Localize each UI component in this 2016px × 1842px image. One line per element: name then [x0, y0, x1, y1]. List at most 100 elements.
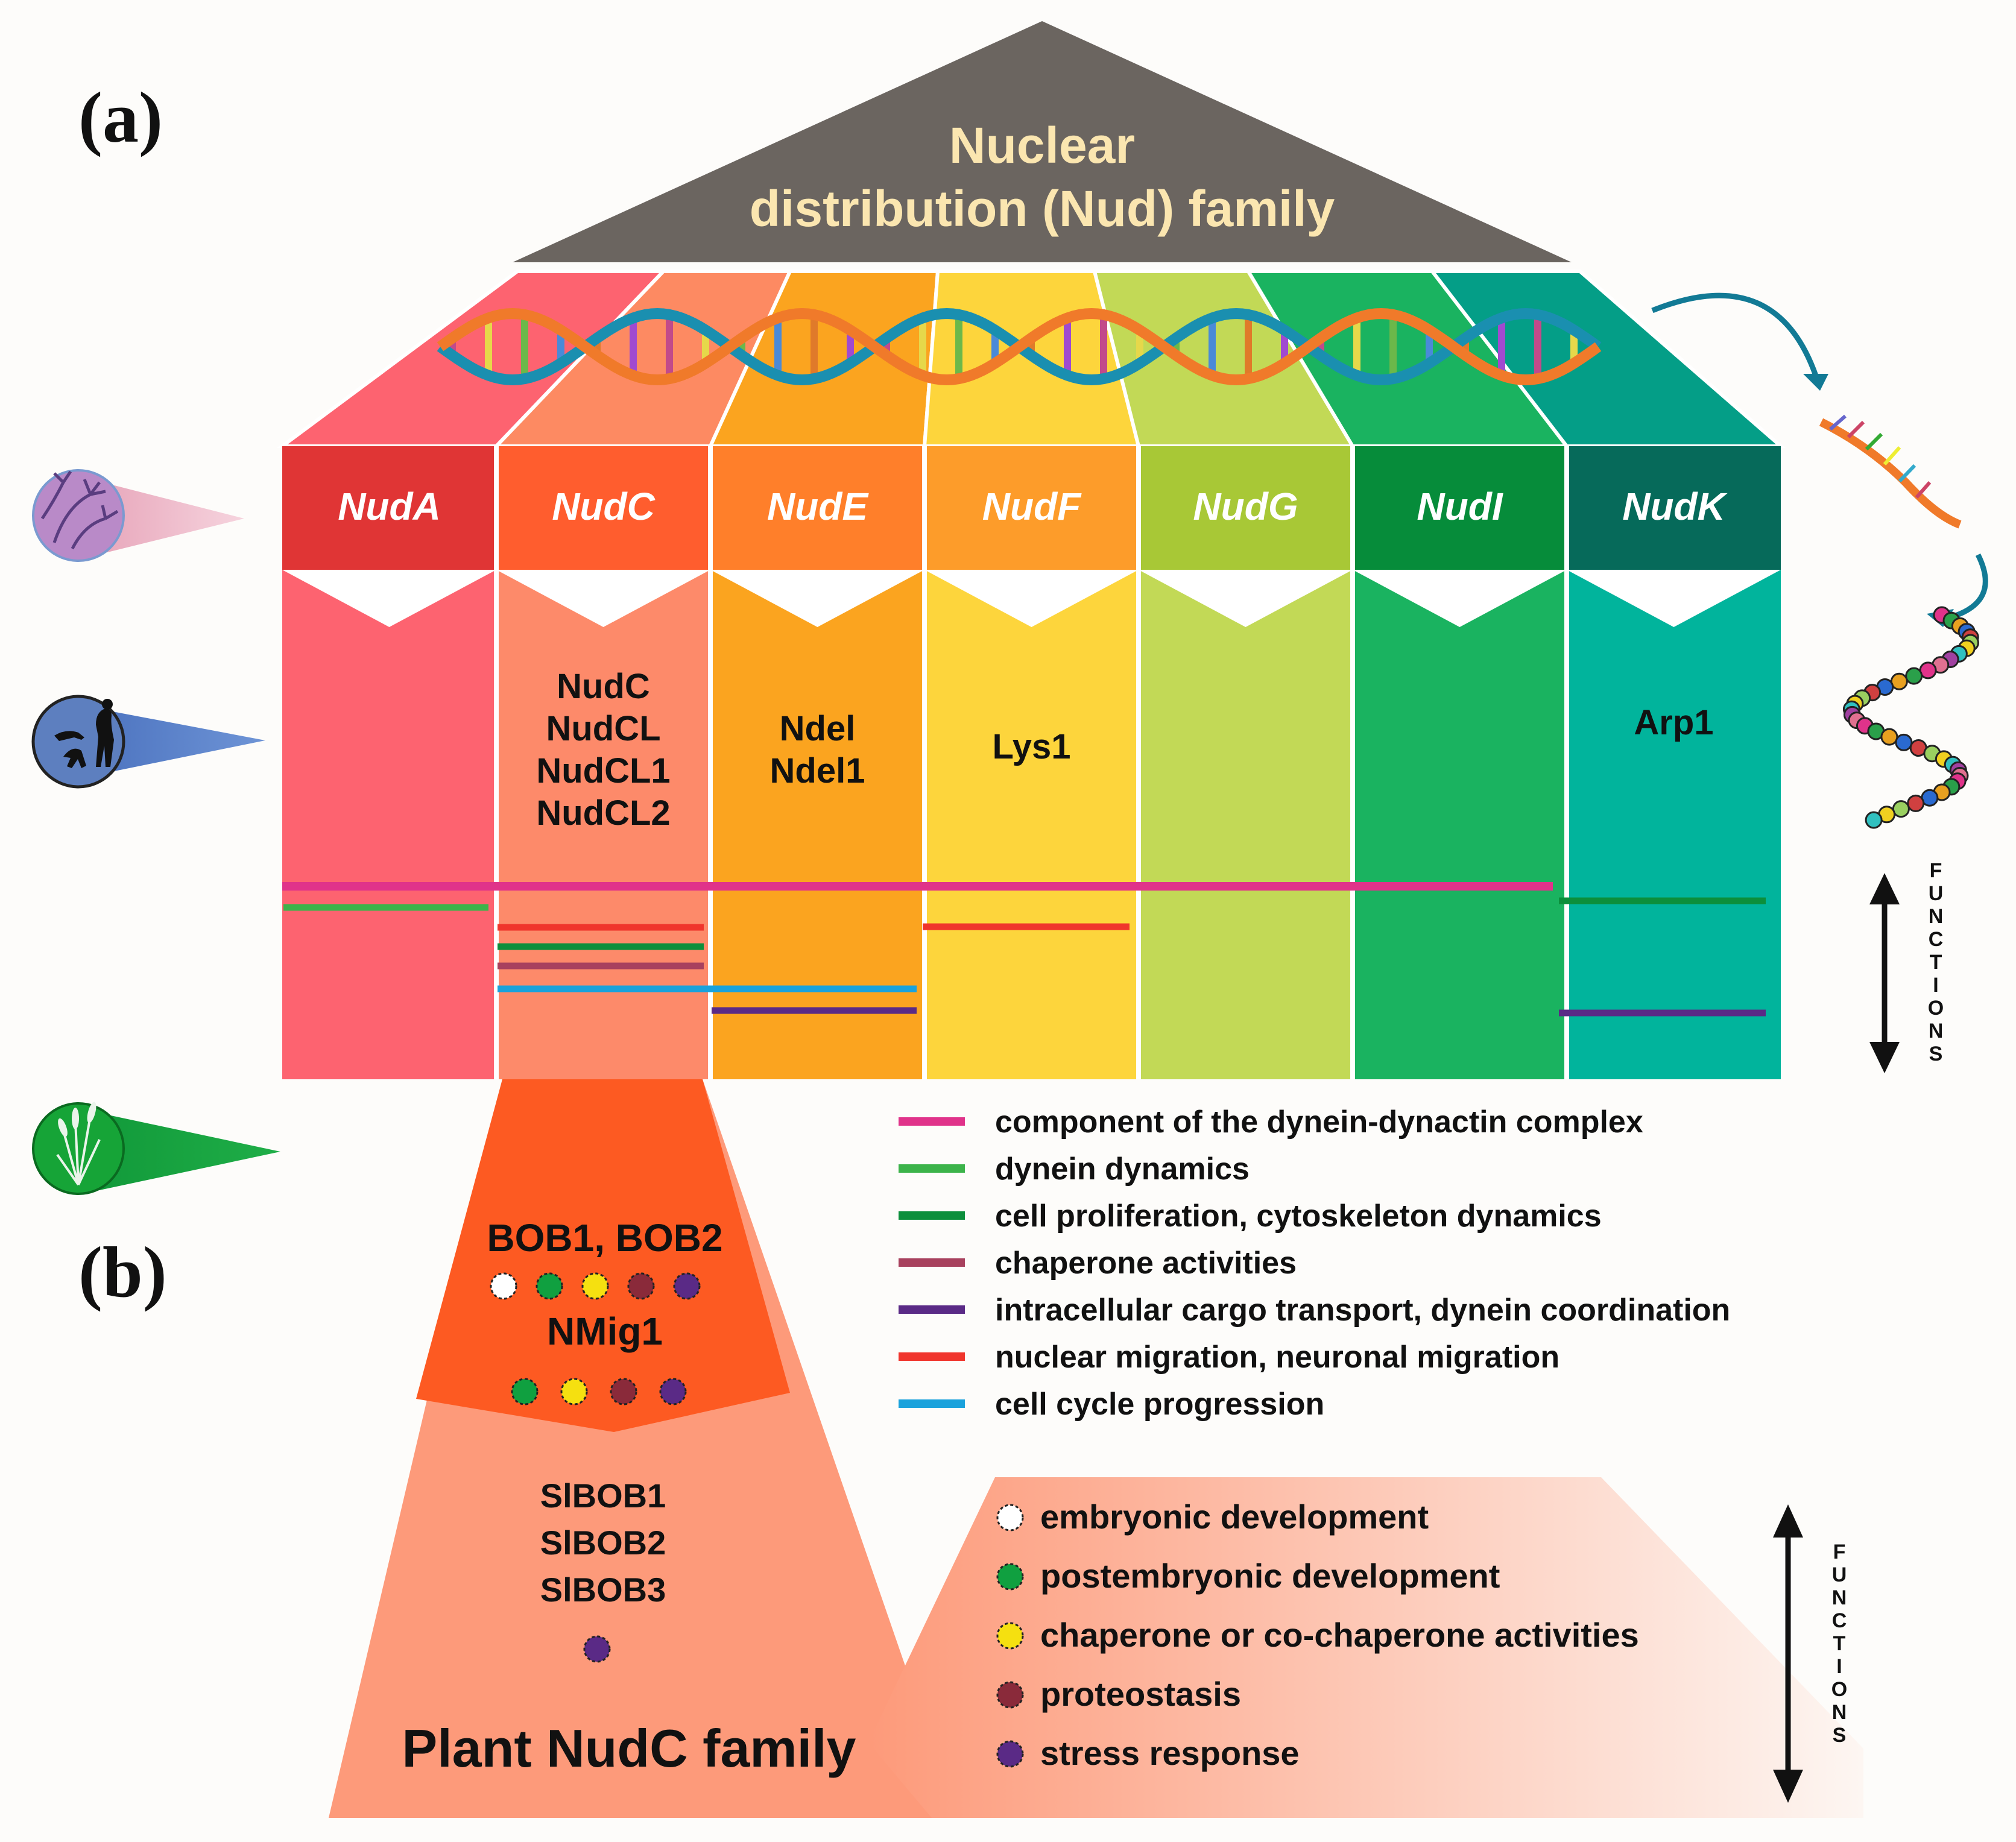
protein-chain-icon [1842, 606, 1979, 829]
legend-a-item: cell cycle progression [899, 1387, 1324, 1422]
functions-axis-letter: I [1836, 1655, 1842, 1678]
legend-b-label: proteostasis [1040, 1675, 1241, 1713]
column-header [496, 446, 710, 587]
legend-b-item: proteostasis [996, 1675, 1241, 1713]
functions-axis-letter: C [1929, 928, 1944, 951]
column-chevron [710, 570, 924, 627]
functions-axis-letter: C [1832, 1609, 1847, 1632]
dna-helix-icon [437, 308, 1602, 386]
functions-axis-letter: O [1831, 1678, 1847, 1701]
legend-b-label: postembryonic development [1040, 1557, 1500, 1595]
function-dot [659, 1378, 687, 1405]
plant-genes-nmig: NMig1 [547, 1310, 663, 1353]
column-header [282, 446, 496, 587]
legend-b-item: stress response [996, 1734, 1300, 1772]
plant-gene-slbob3: SlBOB3 [540, 1571, 666, 1609]
column-chevron [1139, 570, 1353, 627]
legend-a-item: nuclear migration, neuronal migration [899, 1340, 1559, 1375]
member-arp1: Arp1 [1634, 703, 1713, 742]
column-title-nudi: NudI [1417, 485, 1503, 528]
member-lys1: Lys1 [992, 727, 1070, 766]
column-chevron [924, 570, 1139, 627]
function-dot [511, 1378, 539, 1405]
column-title-nuda: NudA [338, 485, 441, 528]
roof-triangle [513, 21, 1572, 262]
legend-a-label: dynein dynamics [995, 1152, 1250, 1187]
functions-axis-letter: F [1833, 1541, 1846, 1563]
column-chevron [1567, 570, 1781, 627]
member-ndel1: Ndel1 [770, 751, 865, 790]
column-chevron [1353, 570, 1567, 627]
panel-a-label: (a) [78, 77, 163, 157]
column-chevron [496, 570, 710, 627]
column-header [1353, 446, 1567, 587]
column-header [924, 446, 1139, 587]
legend-a-label: chaperone activities [995, 1246, 1297, 1281]
roof-title-line-1: Nuclear [949, 117, 1135, 174]
member-ndel: Ndel [780, 709, 856, 748]
column-header [710, 446, 924, 587]
legend-b-label: stress response [1040, 1734, 1300, 1772]
column-nudg: NudG [1139, 446, 1353, 1079]
legend-a-label: intracellular cargo transport, dynein co… [995, 1293, 1730, 1328]
column-title-nude: NudE [767, 485, 869, 528]
top-segments [276, 270, 1786, 448]
legend-b-dot [996, 1740, 1024, 1768]
legend-b-label: embryonic development [1040, 1498, 1429, 1536]
function-dot [581, 1272, 609, 1300]
functions-axis-letter: T [1930, 951, 1942, 974]
member-nudcl: NudCL [546, 709, 660, 748]
function-dot [560, 1378, 588, 1405]
functions-axis-letter: N [1832, 1701, 1847, 1724]
legend-b-dot [996, 1504, 1024, 1531]
legend-b-background [868, 1477, 1863, 1818]
rna-strand-icon [1819, 414, 1962, 529]
legend-a-label: cell proliferation, cytoskeleton dynamic… [995, 1199, 1602, 1234]
functions-axis-letter: N [1832, 1586, 1847, 1609]
column-nuda: NudA [282, 446, 496, 1079]
legend-b-dot [996, 1563, 1024, 1591]
legend-a-item: cell proliferation, cytoskeleton dynamic… [899, 1199, 1602, 1234]
functions-axis-letter: N [1929, 905, 1944, 928]
legend-b-item: embryonic development [996, 1498, 1429, 1536]
plant-gene-slbob1: SlBOB1 [540, 1477, 666, 1515]
legend-a-item: component of the dynein-dynactin complex [899, 1105, 1643, 1140]
functions-axis-letter: S [1929, 1042, 1943, 1065]
functions-axis-letter: S [1833, 1724, 1847, 1747]
plant-gene-slbob2: SlBOB2 [540, 1524, 666, 1562]
function-dot [610, 1378, 637, 1405]
member-nudcl1: NudCL1 [536, 751, 670, 790]
dna-to-rna-arrow-icon [1651, 292, 1828, 391]
legend-a-label: nuclear migration, neuronal migration [995, 1340, 1559, 1375]
function-dot [673, 1272, 701, 1300]
column-header [1139, 446, 1353, 587]
function-dot [536, 1272, 563, 1300]
plant-funnel-upper [416, 1079, 790, 1432]
member-nudc: NudC [557, 667, 650, 706]
legend-b-item: postembryonic development [996, 1557, 1500, 1595]
legend-a-label: cell cycle progression [995, 1387, 1324, 1422]
functions-axis-letter: N [1929, 1020, 1944, 1042]
functions-axis-letter: T [1833, 1632, 1846, 1655]
roof: Nuclear distribution (Nud) family [513, 21, 1572, 262]
plant-organism-icon [32, 1102, 280, 1195]
member-nudcl2: NudCL2 [536, 793, 670, 833]
functions-axis-letter: U [1929, 882, 1944, 905]
legend-a: component of the dynein-dynactin complex… [899, 1105, 1730, 1422]
panel-b-label: (b) [78, 1232, 167, 1312]
functions-axis-letter: F [1930, 859, 1942, 882]
legend-a-item: chaperone activities [899, 1246, 1297, 1281]
functions-axis-letter: U [1832, 1563, 1847, 1586]
function-dot [627, 1272, 655, 1300]
fungi-organism-icon [32, 469, 244, 562]
functions-axis-letter: I [1933, 974, 1938, 997]
column-title-nudg: NudG [1193, 485, 1298, 528]
animal-organism-icon [31, 695, 265, 789]
plant-family-title: Plant NudC family [402, 1718, 856, 1778]
